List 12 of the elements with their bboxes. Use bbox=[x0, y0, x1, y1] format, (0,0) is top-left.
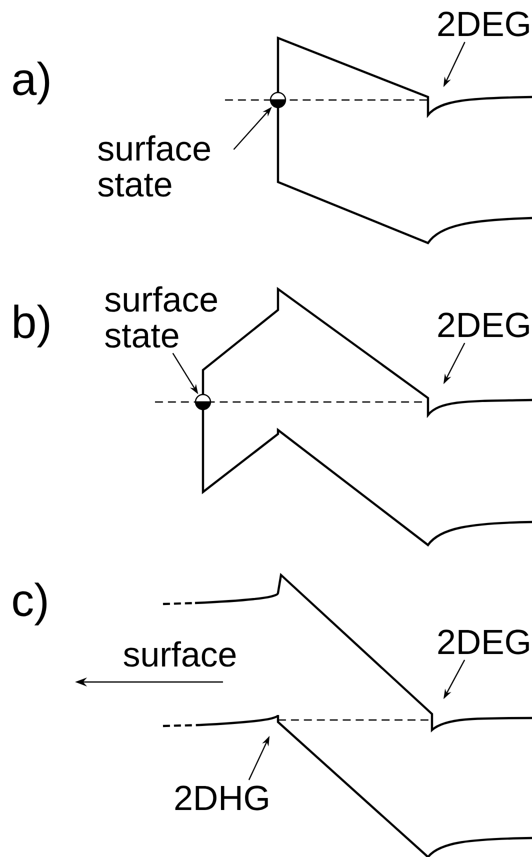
annotation-text: 2DEG bbox=[438, 12, 529, 36]
surface-state-dot bbox=[270, 92, 286, 108]
panel-label: a) bbox=[13, 62, 50, 104]
panel-label: c) bbox=[13, 582, 47, 626]
surface-state-dot bbox=[194, 394, 212, 410]
text-label: surface bbox=[124, 641, 236, 667]
annotation-text: surface state bbox=[98, 135, 210, 197]
annotation-text: 2DEG bbox=[438, 630, 529, 654]
annotation-text: 2DEG bbox=[438, 312, 529, 338]
panel-label: b) bbox=[14, 304, 50, 348]
annotation-text: 2DHG bbox=[175, 786, 268, 810]
annotation-text: surface state bbox=[105, 286, 217, 348]
